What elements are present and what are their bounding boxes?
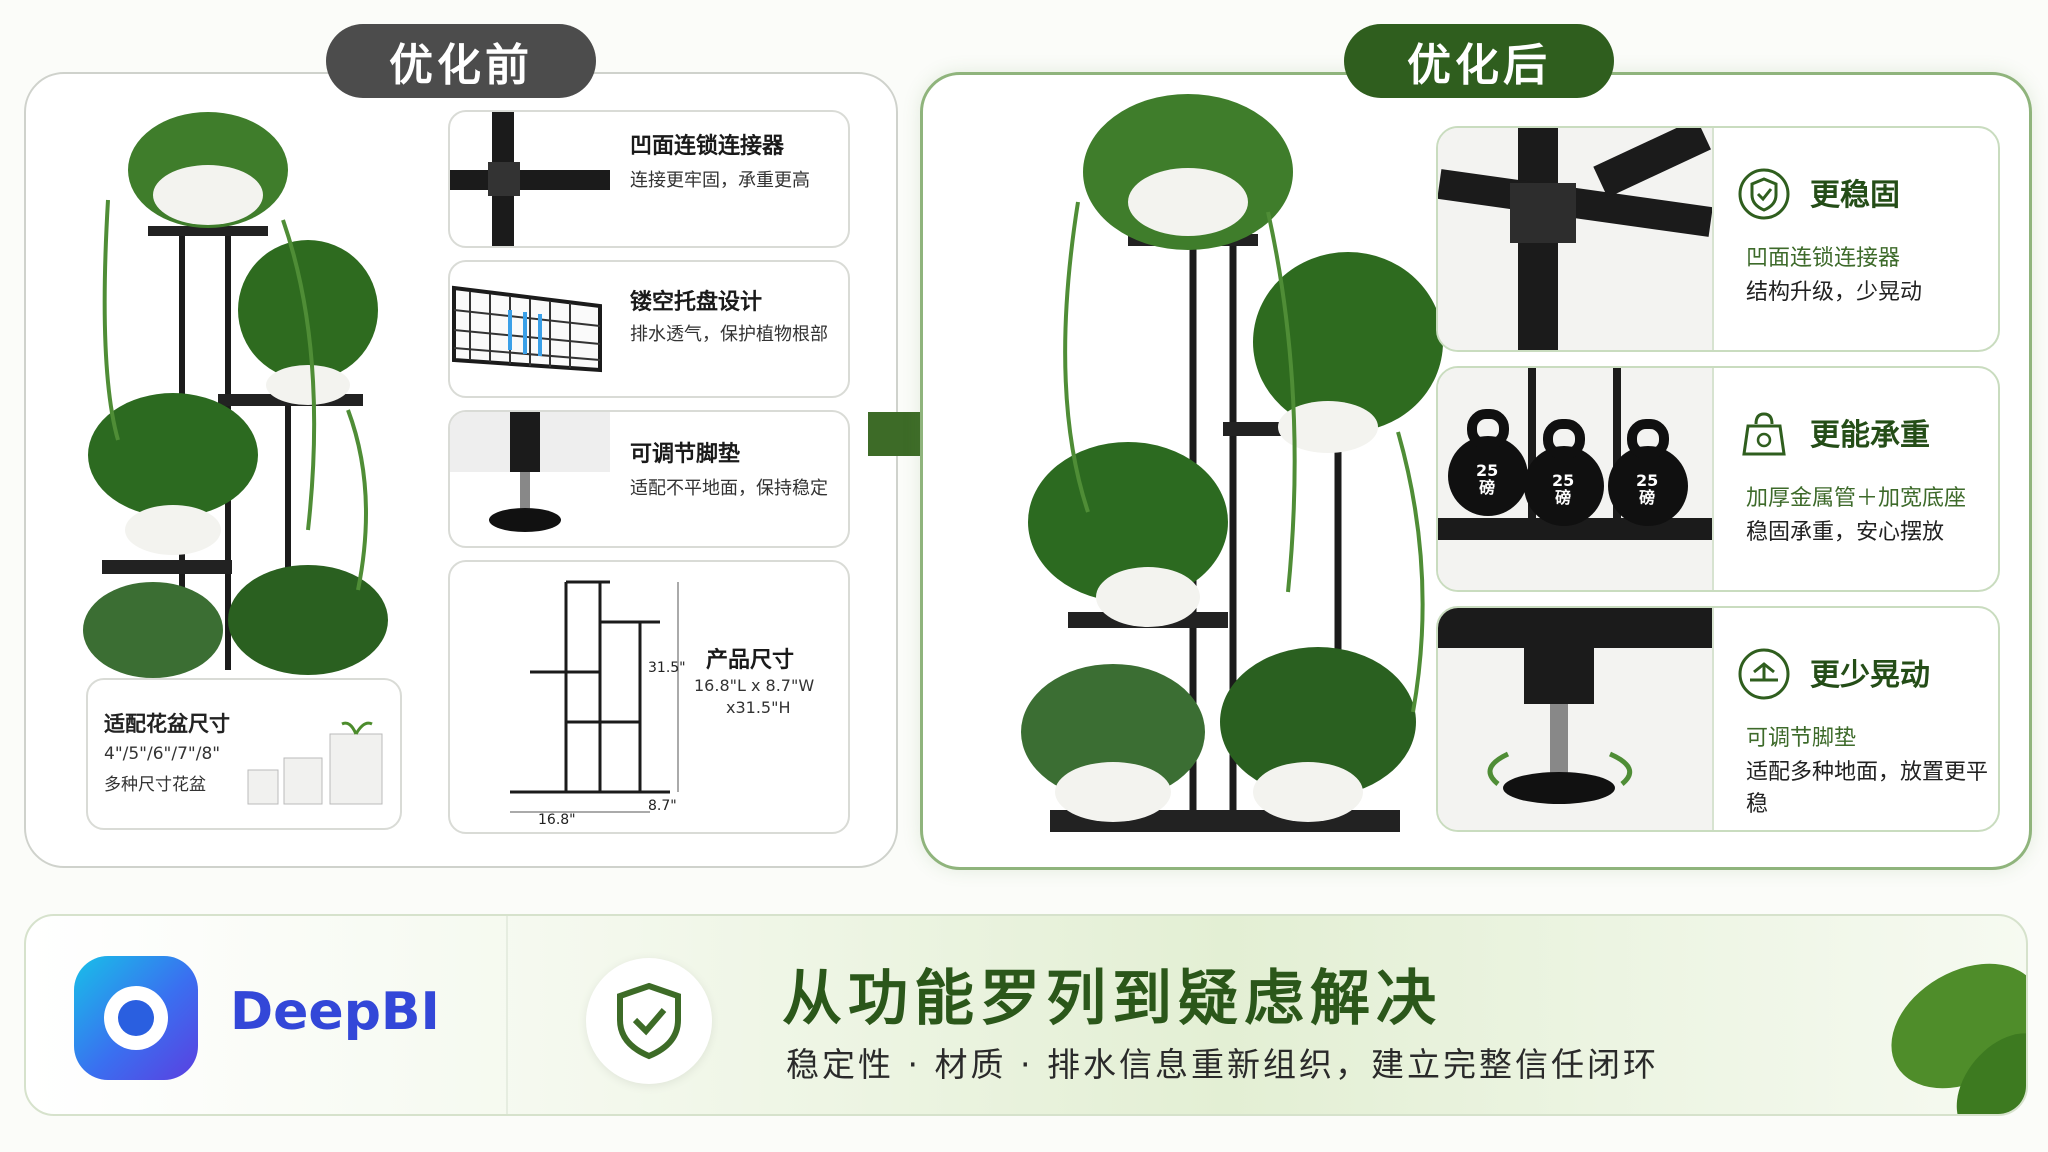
- feature-card-tray: 镂空托盘设计 排水透气，保护植物根部: [448, 260, 850, 398]
- after-label: 优化后: [1344, 24, 1614, 98]
- banner-headline: 从功能罗列到疑虑解决: [782, 964, 1442, 1034]
- feature-card-foot: 可调节脚垫 适配不平地面，保持稳定: [448, 410, 850, 548]
- less-shake-line1: 可调节脚垫: [1746, 726, 1857, 751]
- foot-title: 可调节脚垫: [630, 442, 741, 467]
- connector-desc: 连接更牢固，承重更高: [630, 170, 810, 191]
- dimension-diagram: [510, 580, 679, 813]
- stable-title: 更稳固: [1810, 178, 1900, 213]
- kettlebells-image: 25 磅 25 磅 25 磅: [1438, 368, 1714, 590]
- pot-size-desc: 多种尺寸花盆: [104, 775, 206, 795]
- level-arrows-icon: [1738, 648, 1790, 700]
- after-card-load: 25 磅 25 磅 25 磅 更能承重 加厚金属管＋加宽底座 稳固承重，安心摆放: [1436, 366, 2000, 592]
- trust-badge: [586, 958, 712, 1084]
- dim-width: 8.7": [648, 798, 677, 814]
- dimensions-value-2: x31.5"H: [726, 698, 791, 717]
- connector-title: 凹面连锁连接器: [630, 134, 785, 159]
- pot-size-values: 4"/5"/6"/7"/8": [104, 744, 221, 764]
- banner-subline: 稳定性 · 材质 · 排水信息重新组织，建立完整信任闭环: [786, 1045, 1659, 1084]
- dimensions-value-1: 16.8"L x 8.7"W: [694, 676, 815, 695]
- feature-card-dimensions: 31.5" 16.8" 8.7" 产品尺寸 16.8"L x 8.7"W x31…: [448, 560, 850, 834]
- bottom-banner: DeepBI 从功能罗列到疑虑解决 稳定性 · 材质 · 排水信息重新组织，建立…: [24, 914, 2028, 1116]
- after-product-image: [1021, 94, 1443, 832]
- after-card-less-shake: 更少晃动 可调节脚垫 适配多种地面，放置更平稳: [1436, 606, 2000, 832]
- tray-image: [452, 285, 602, 373]
- after-card-stable: 更稳固 凹面连锁连接器 结构升级，少晃动: [1436, 126, 2000, 352]
- kettlebell-label-3: 25 磅: [1636, 471, 1659, 507]
- kettlebell-label-2: 25 磅: [1552, 471, 1575, 507]
- leaf-decoration: [1891, 963, 2026, 1114]
- connector-image: [450, 112, 610, 246]
- dimensions-title: 产品尺寸: [706, 648, 795, 673]
- stable-line2: 结构升级，少晃动: [1746, 280, 1923, 305]
- stable-line1: 凹面连锁连接器: [1746, 246, 1901, 271]
- before-label: 优化前: [326, 24, 596, 98]
- dim-length: 16.8": [538, 812, 576, 828]
- connector-closeup-image: [1438, 128, 1714, 350]
- less-shake-title: 更少晃动: [1810, 658, 1930, 693]
- feature-card-connector: 凹面连锁连接器 连接更牢固，承重更高: [448, 110, 850, 248]
- before-product-image: [83, 112, 388, 678]
- load-line2: 稳固承重，安心摆放: [1746, 520, 1945, 545]
- load-title: 更能承重: [1810, 418, 1930, 453]
- shield-check-icon: [1738, 168, 1790, 220]
- pot-size-card: 适配花盆尺寸 4"/5"/6"/7"/8" 多种尺寸花盆: [86, 678, 402, 830]
- foot-image: [450, 412, 610, 532]
- foot-desc: 适配不平地面，保持稳定: [630, 478, 828, 499]
- tray-title: 镂空托盘设计: [630, 290, 763, 315]
- deepbi-logo-icon: [74, 956, 198, 1080]
- tray-desc: 排水透气，保护植物根部: [630, 324, 828, 345]
- pot-size-title: 适配花盆尺寸: [104, 712, 230, 736]
- less-shake-line2: 适配多种地面，放置更平稳: [1746, 760, 1989, 817]
- adjustable-foot-image: [1438, 608, 1714, 830]
- kettlebell-label-1: 25 磅: [1476, 461, 1499, 497]
- brand-name: DeepBI: [230, 982, 440, 1042]
- shield-check-icon: [617, 982, 681, 1060]
- dim-height: 31.5": [648, 660, 686, 676]
- pots-image: [247, 721, 383, 805]
- load-line1: 加厚金属管＋加宽底座: [1746, 486, 1967, 511]
- weight-icon: [1742, 412, 1786, 456]
